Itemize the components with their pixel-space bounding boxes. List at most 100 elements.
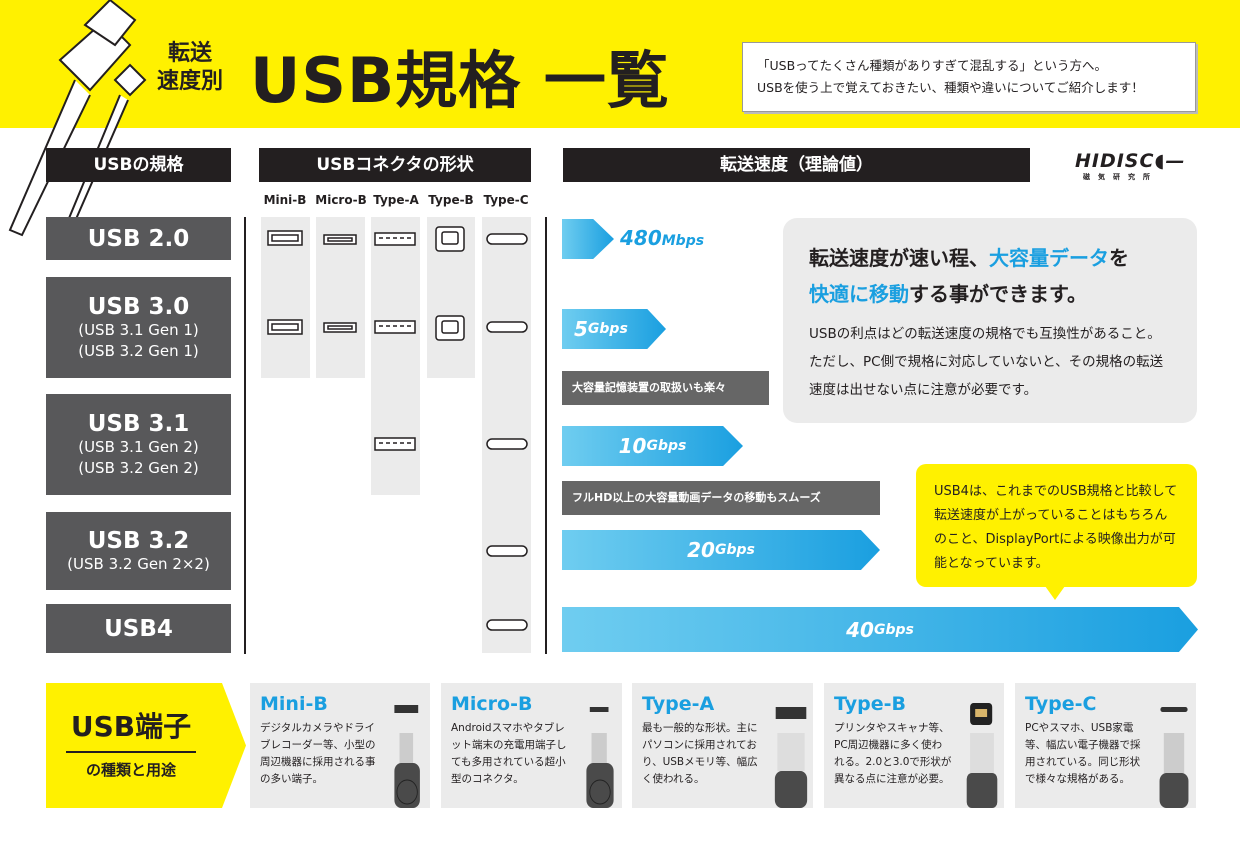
row-usb4: USB4 (46, 604, 231, 653)
title-prefix: 転送速度別 (150, 40, 230, 96)
info-body: USBの利点はどの転送速度の規格でも互換性があること。ただし、PC側で規格に対応… (809, 326, 1164, 398)
info-heading-part: を (1109, 246, 1129, 270)
card-mini-b: Mini-B デジタルカメラやドライブレコーダー等、小型の周辺機器に採用される事の… (250, 683, 430, 808)
intro-box: 「USBってたくさん種類がありすぎて混乱する」という方へ。 USBを使う上で覚えて… (742, 42, 1196, 112)
col-label-mini-b: Mini-B (263, 193, 307, 207)
col-type-c (482, 217, 531, 653)
info-heading-part: 転送速度が速い程、 (809, 246, 989, 270)
standards-header: USBの規格 (46, 148, 231, 182)
speed-unit: Gbps (873, 621, 914, 638)
row-alias: (USB 3.1 Gen 1) (78, 320, 199, 339)
logo-text: HIDISC (1075, 150, 1155, 172)
speed-value: 480 (620, 226, 662, 250)
row-usb-3-0: USB 3.0(USB 3.1 Gen 1) (USB 3.2 Gen 1) (46, 277, 231, 378)
row-name: USB 3.1 (87, 410, 190, 437)
connectors-header: USBコネクタの形状 (259, 148, 531, 182)
info-heading-highlight: 大容量データ (989, 246, 1109, 270)
row-usb-3-2: USB 3.2(USB 3.2 Gen 2×2) (46, 512, 231, 590)
card-micro-b: Micro-B Androidスマホやタブレット端末の充電用端子しても多用されてい… (441, 683, 622, 808)
type-b-icon (435, 226, 465, 252)
page-title: USB規格 一覧 (250, 44, 670, 117)
row-name: USB 3.2 (87, 527, 190, 554)
card-desc: プリンタやスキャナ等、PC周辺機器に多く使われる。2.0と3.0で形状が異なる点… (834, 722, 952, 785)
type-c-icon (486, 545, 528, 557)
micro-b-icon (323, 322, 357, 333)
note-storage: 大容量記憶装置の取扱いも楽々 (562, 371, 769, 405)
row-name: USB4 (104, 615, 173, 642)
callout-tail (1045, 586, 1065, 600)
col-label-type-a: Type-A (373, 193, 419, 207)
speed-value: 10 (618, 434, 647, 458)
card-desc: Androidスマホやタブレット端末の充電用端子しても多用されている超小型のコネ… (451, 722, 567, 785)
row-alias: (USB 3.2 Gen 2) (78, 458, 199, 477)
type-a-icon (374, 320, 416, 334)
type-b-plug-icon (966, 703, 998, 808)
mini-b-icon (267, 230, 303, 246)
speed-unit: Gbps (714, 542, 755, 558)
col-label-micro-b: Micro-B (315, 193, 367, 207)
row-alias: (USB 3.2 Gen 1) (78, 341, 199, 360)
type-a-icon (374, 437, 416, 451)
bottom-title-block: USB端子 の種類と用途 (46, 683, 246, 808)
row-usb-2-0: USB 2.0 (46, 217, 231, 260)
row-alias: (USB 3.2 Gen 2×2) (67, 554, 210, 573)
type-a-icon (374, 232, 416, 246)
type-c-icon (486, 233, 528, 245)
row-name: USB 3.0 (87, 293, 190, 320)
type-c-plug-icon (1159, 707, 1189, 808)
logo-subtext: 磁気研究所 (1083, 173, 1158, 181)
title-prefix-2: 速度別 (156, 69, 223, 94)
card-type-b: Type-B プリンタやスキャナ等、PC周辺機器に多く使われる。2.0と3.0で形… (824, 683, 1004, 808)
speed-unit: Gbps (587, 321, 628, 337)
note-video: フルHD以上の大容量動画データの移動もスムーズ (562, 481, 880, 515)
col-label-type-c: Type-C (483, 193, 529, 207)
divider (244, 217, 246, 654)
bottom-subtitle: の種類と用途 (66, 751, 196, 780)
mini-b-plug-icon (394, 705, 420, 808)
type-c-icon (486, 619, 528, 631)
row-name: USB 2.0 (87, 225, 190, 252)
bottom-title: USB端子 (70, 710, 192, 743)
card-desc: PCやスマホ、USB家電等、幅広い電子機器で採用されている。同じ形状で様々な規格… (1025, 722, 1141, 785)
row-usb-3-1: USB 3.1(USB 3.1 Gen 2) (USB 3.2 Gen 2) (46, 394, 231, 495)
speed-header: 転送速度（理論値） (563, 148, 1030, 182)
micro-b-icon (323, 234, 357, 245)
card-title: Type-B (834, 693, 906, 715)
micro-b-plug-icon (586, 707, 614, 808)
card-desc: 最も一般的な形状。主にパソコンに採用されており、USBメモリ等、幅広く使われる。 (642, 722, 758, 785)
speed-unit: Mbps (661, 233, 705, 249)
info-heading-highlight: 快適に移動 (809, 282, 909, 306)
speed-value: 40 (846, 617, 874, 642)
type-c-icon (486, 438, 528, 450)
card-title: Type-C (1025, 693, 1097, 715)
speed-value: 20 (687, 538, 715, 562)
speed-label-480mbps: 480Mbps (620, 226, 704, 250)
info-heading: 転送速度が速い程、大容量データを快適に移動する事ができます。 (809, 240, 1171, 312)
hidisc-logo: HIDISC◖—磁気研究所 (1075, 150, 1200, 182)
type-b-icon (435, 315, 465, 341)
card-title: Mini-B (260, 693, 328, 715)
card-title: Micro-B (451, 693, 533, 715)
speed-value: 5 (574, 317, 588, 341)
card-desc: デジタルカメラやドライブレコーダー等、小型の周辺機器に採用される事の多い端子。 (260, 722, 376, 785)
type-a-plug-icon (774, 707, 808, 808)
row-alias: (USB 3.1 Gen 2) (78, 437, 199, 456)
info-heading-part: する事ができます。 (909, 282, 1087, 306)
intro-line-2: USBを使う上で覚えておきたい、種類や違いについてご紹介します！ (757, 80, 1144, 95)
title-prefix-1: 転送 (167, 41, 212, 66)
intro-line-1: 「USBってたくさん種類がありすぎて混乱する」という方へ。 (757, 58, 1108, 73)
info-box: 転送速度が速い程、大容量データを快適に移動する事ができます。 USBの利点はどの… (783, 218, 1197, 423)
mini-b-icon (267, 319, 303, 335)
card-title: Type-A (642, 693, 715, 715)
col-label-type-b: Type-B (428, 193, 474, 207)
speed-unit: Gbps (646, 438, 687, 454)
type-c-icon (486, 321, 528, 333)
usb4-callout: USB4は、これまでのUSB規格と比較して転送速度が上がっていることはもちろんの… (916, 464, 1197, 587)
divider (545, 217, 547, 654)
card-type-c: Type-C PCやスマホ、USB家電等、幅広い電子機器で採用されている。同じ形状… (1015, 683, 1196, 808)
